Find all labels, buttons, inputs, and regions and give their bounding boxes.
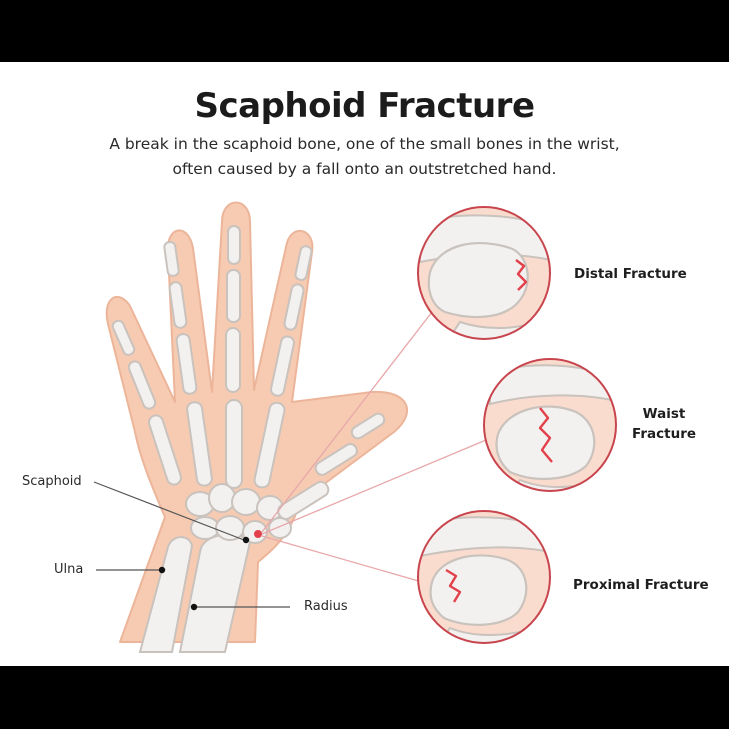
inset-distal (418, 207, 550, 339)
scaphoid-highlight (254, 530, 262, 538)
inset-proximal (418, 511, 550, 643)
subtitle-line-2: often caused by a fall onto an outstretc… (172, 160, 557, 178)
label-proximal-fracture: Proximal Fracture (573, 575, 709, 595)
finger-bones (111, 225, 386, 520)
ulna-bone (138, 536, 194, 653)
connector-lines (261, 311, 487, 583)
label-distal-fracture-line1: Distal Fracture (574, 266, 687, 282)
label-radius: Radius (304, 599, 348, 614)
hand-illustration (93, 201, 617, 653)
subtitle-line-1: A break in the scaphoid bone, one of the… (109, 135, 620, 153)
label-leaders (93, 481, 290, 611)
infographic-card: Scaphoid Fracture A break in the scaphoi… (0, 62, 729, 666)
label-distal-fracture: Distal Fracture (574, 264, 687, 284)
label-waist-fracture-line1: Waist (642, 406, 686, 422)
label-waist-fracture-line2: Fracture (632, 426, 697, 442)
label-scaphoid: Scaphoid (22, 474, 82, 489)
page-subtitle: A break in the scaphoid bone, one of the… (40, 132, 689, 182)
page-title: Scaphoid Fracture (194, 86, 535, 126)
inset-waist-border (483, 358, 617, 492)
label-ulna: Ulna (54, 562, 84, 577)
label-waist-fracture: Waist Fracture (632, 404, 696, 444)
inset-distal-border (417, 206, 551, 340)
label-proximal-fracture-line1: Proximal Fracture (573, 577, 709, 593)
inset-proximal-border (417, 510, 551, 644)
inset-waist (484, 359, 616, 491)
